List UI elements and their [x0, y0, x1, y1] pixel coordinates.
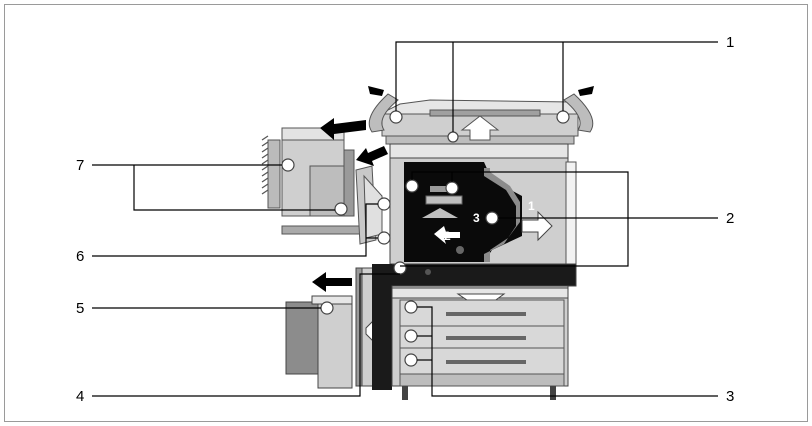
arrow-right-icon	[521, 210, 553, 242]
leader-lines	[92, 41, 718, 397]
callout-1: 1	[726, 34, 734, 51]
rotate-arrow-icon	[368, 86, 384, 96]
marker-lower-strip	[393, 261, 407, 275]
arrow-left-icon	[320, 118, 366, 140]
marker-interior-c	[485, 211, 499, 225]
markers	[281, 110, 570, 367]
arrow-up-icon	[460, 115, 500, 141]
step-number-1: 1	[528, 199, 535, 213]
marker-chute-a	[377, 197, 391, 211]
step-number-2: 2	[444, 229, 451, 243]
marker-interior-b	[445, 181, 459, 195]
callout-6: 6	[76, 248, 84, 265]
marker-cassette-1	[404, 300, 418, 314]
callout-7: 7	[76, 157, 84, 174]
marker-finisher-a	[281, 158, 295, 172]
copier-main-body: 1 2 3	[368, 86, 594, 400]
step-number-3: 3	[473, 211, 480, 225]
marker-adf-top	[447, 131, 459, 143]
finisher-unit	[261, 118, 388, 245]
callout-4: 4	[76, 388, 84, 405]
marker-cassette-2	[404, 329, 418, 343]
callout-5: 5	[76, 300, 84, 317]
marker-chute-b	[377, 231, 391, 245]
marker-adf-left	[389, 110, 403, 124]
marker-interior-a	[405, 179, 419, 193]
callout-2: 2	[726, 210, 734, 227]
marker-lcc	[320, 301, 334, 315]
arrow-left-icon	[312, 272, 352, 292]
callout-3: 3	[726, 388, 734, 405]
arrow-left-icon	[356, 146, 388, 166]
marker-cassette-3	[404, 353, 418, 367]
rotate-arrow-icon	[578, 86, 594, 96]
marker-finisher-b	[334, 202, 348, 216]
marker-adf-right	[556, 110, 570, 124]
